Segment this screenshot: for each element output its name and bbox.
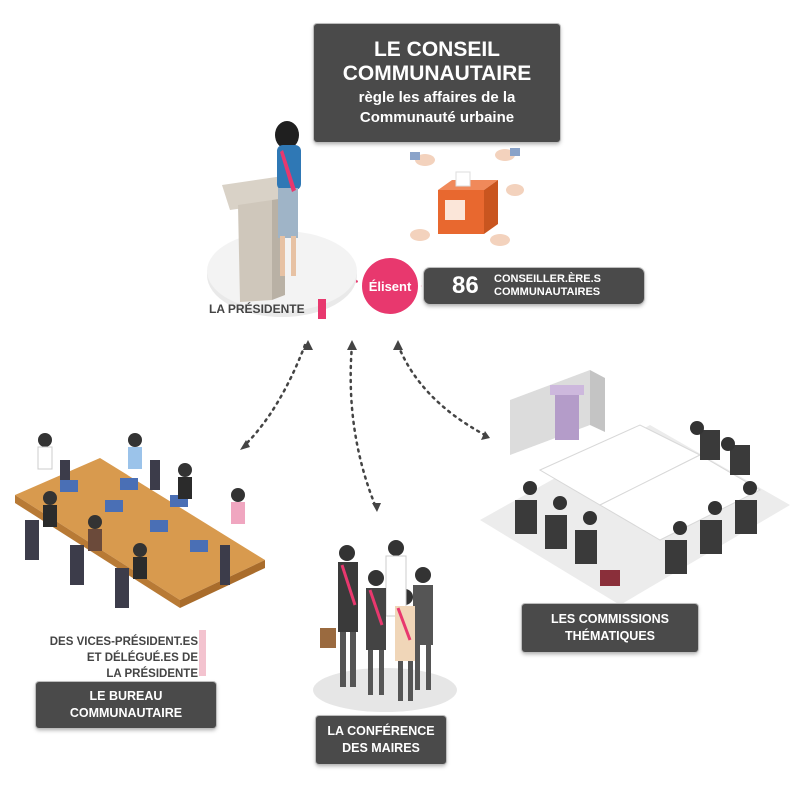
president-label: LA PRÉSIDENTE: [209, 302, 305, 316]
council-title-box: LE CONSEIL COMMUNAUTAIRE règle les affai…: [314, 24, 560, 142]
councillors-count: 86: [452, 272, 479, 299]
maires-illustration: [313, 540, 457, 712]
connector-to-maires: [349, 343, 377, 507]
commissions-label-line1: LES COMMISSIONS: [550, 612, 670, 626]
arrow-maires-icon: [372, 503, 381, 512]
maires-label-box: LA CONFÉRENCE DES MAIRES: [316, 716, 446, 764]
commissions-label-line2: THÉMATIQUES: [564, 629, 656, 643]
bureau-description-line3: LA PRÉSIDENTE: [106, 668, 198, 680]
maires-label-line2: DES MAIRES: [342, 741, 420, 755]
count-label-line2: COMMUNAUTAIRES: [494, 286, 601, 298]
president-illustration: [207, 121, 357, 317]
president-accent-mark: [318, 299, 326, 319]
council-title-line2: COMMUNAUTAIRE: [342, 62, 532, 85]
bureau-description-line2: ET DÉLÉGUÉ.ES DE: [86, 652, 198, 664]
commissions-illustration: [480, 370, 790, 605]
bureau-illustration: [15, 433, 265, 608]
elect-badge: Élisent: [362, 258, 418, 314]
bureau-description-line1: DES VICES-PRÉSIDENT.ES: [49, 636, 198, 648]
arrow-commissions-icon: [481, 431, 490, 440]
council-subtitle-line1: règle les affaires de la: [358, 89, 516, 106]
arrow-bureau-icon: [240, 440, 250, 450]
councillors-count-label: CONSEILLER.ÈRE.S COMMUNAUTAIRES: [494, 273, 601, 299]
bureau-label-line2: COMMUNAUTAIRE: [69, 706, 183, 720]
council-title-line1: LE CONSEIL: [373, 38, 500, 61]
council-subtitle-line2: Communauté urbaine: [359, 109, 515, 126]
bureau-label-line1: LE BUREAU: [89, 689, 163, 703]
count-label-line1: CONSEILLER.ÈRE.S: [494, 273, 601, 285]
commissions-label-box: LES COMMISSIONS THÉMATIQUES: [522, 604, 698, 652]
connector-to-commissions: [396, 343, 487, 437]
councillors-count-box: 86 CONSEILLER.ÈRE.S COMMUNAUTAIRES: [424, 268, 644, 304]
connector-to-bureau: [243, 343, 307, 447]
bureau-description: DES VICES-PRÉSIDENT.ES ET DÉLÉGUÉ.ES DE …: [30, 634, 198, 682]
bureau-accent-mark: [199, 630, 206, 676]
maires-label-line1: LA CONFÉRENCE: [327, 724, 435, 738]
bureau-label-box: LE BUREAU COMMUNAUTAIRE: [36, 682, 216, 728]
ballot-illustration: [410, 148, 524, 246]
